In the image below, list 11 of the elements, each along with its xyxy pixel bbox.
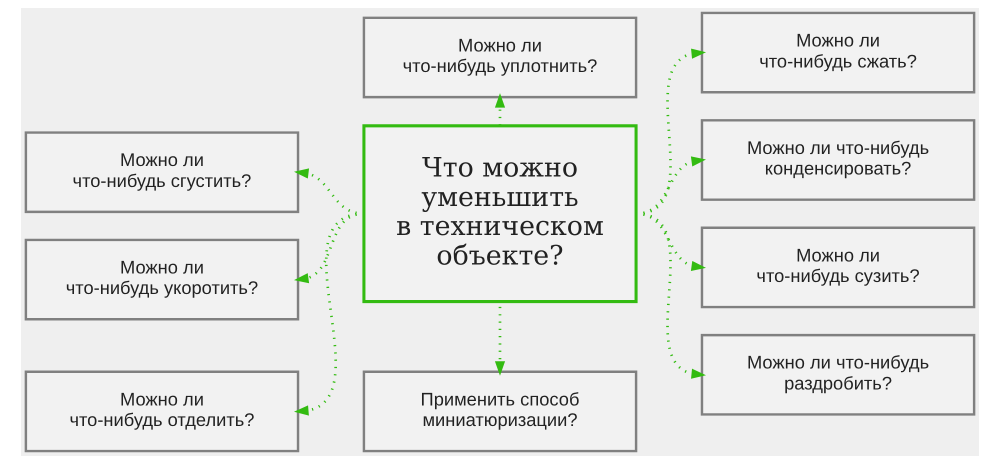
node-box: Можно ли что-нибудь раздробить? [700,334,976,416]
node-box: Можно ли что-нибудь уплотнить? [362,16,638,98]
arrow [494,93,506,126]
node-box: Можно ли что-нибудь сгустить? [24,131,300,214]
node-box: Что можно уменьшить в техническом объекте? [362,124,638,304]
node-box: Применить способ миниатюризации? [362,370,638,452]
node-box: Можно ли что-нибудь сузить? [700,226,976,308]
node-box: Можно ли что-нибудь сжать? [700,12,976,94]
node-box: Можно ли что-нибудь укоротить? [24,238,300,320]
node-box: Можно ли что-нибудь отделить? [24,370,300,452]
node-box: Можно ли что-нибудь конденсировать? [700,119,976,201]
